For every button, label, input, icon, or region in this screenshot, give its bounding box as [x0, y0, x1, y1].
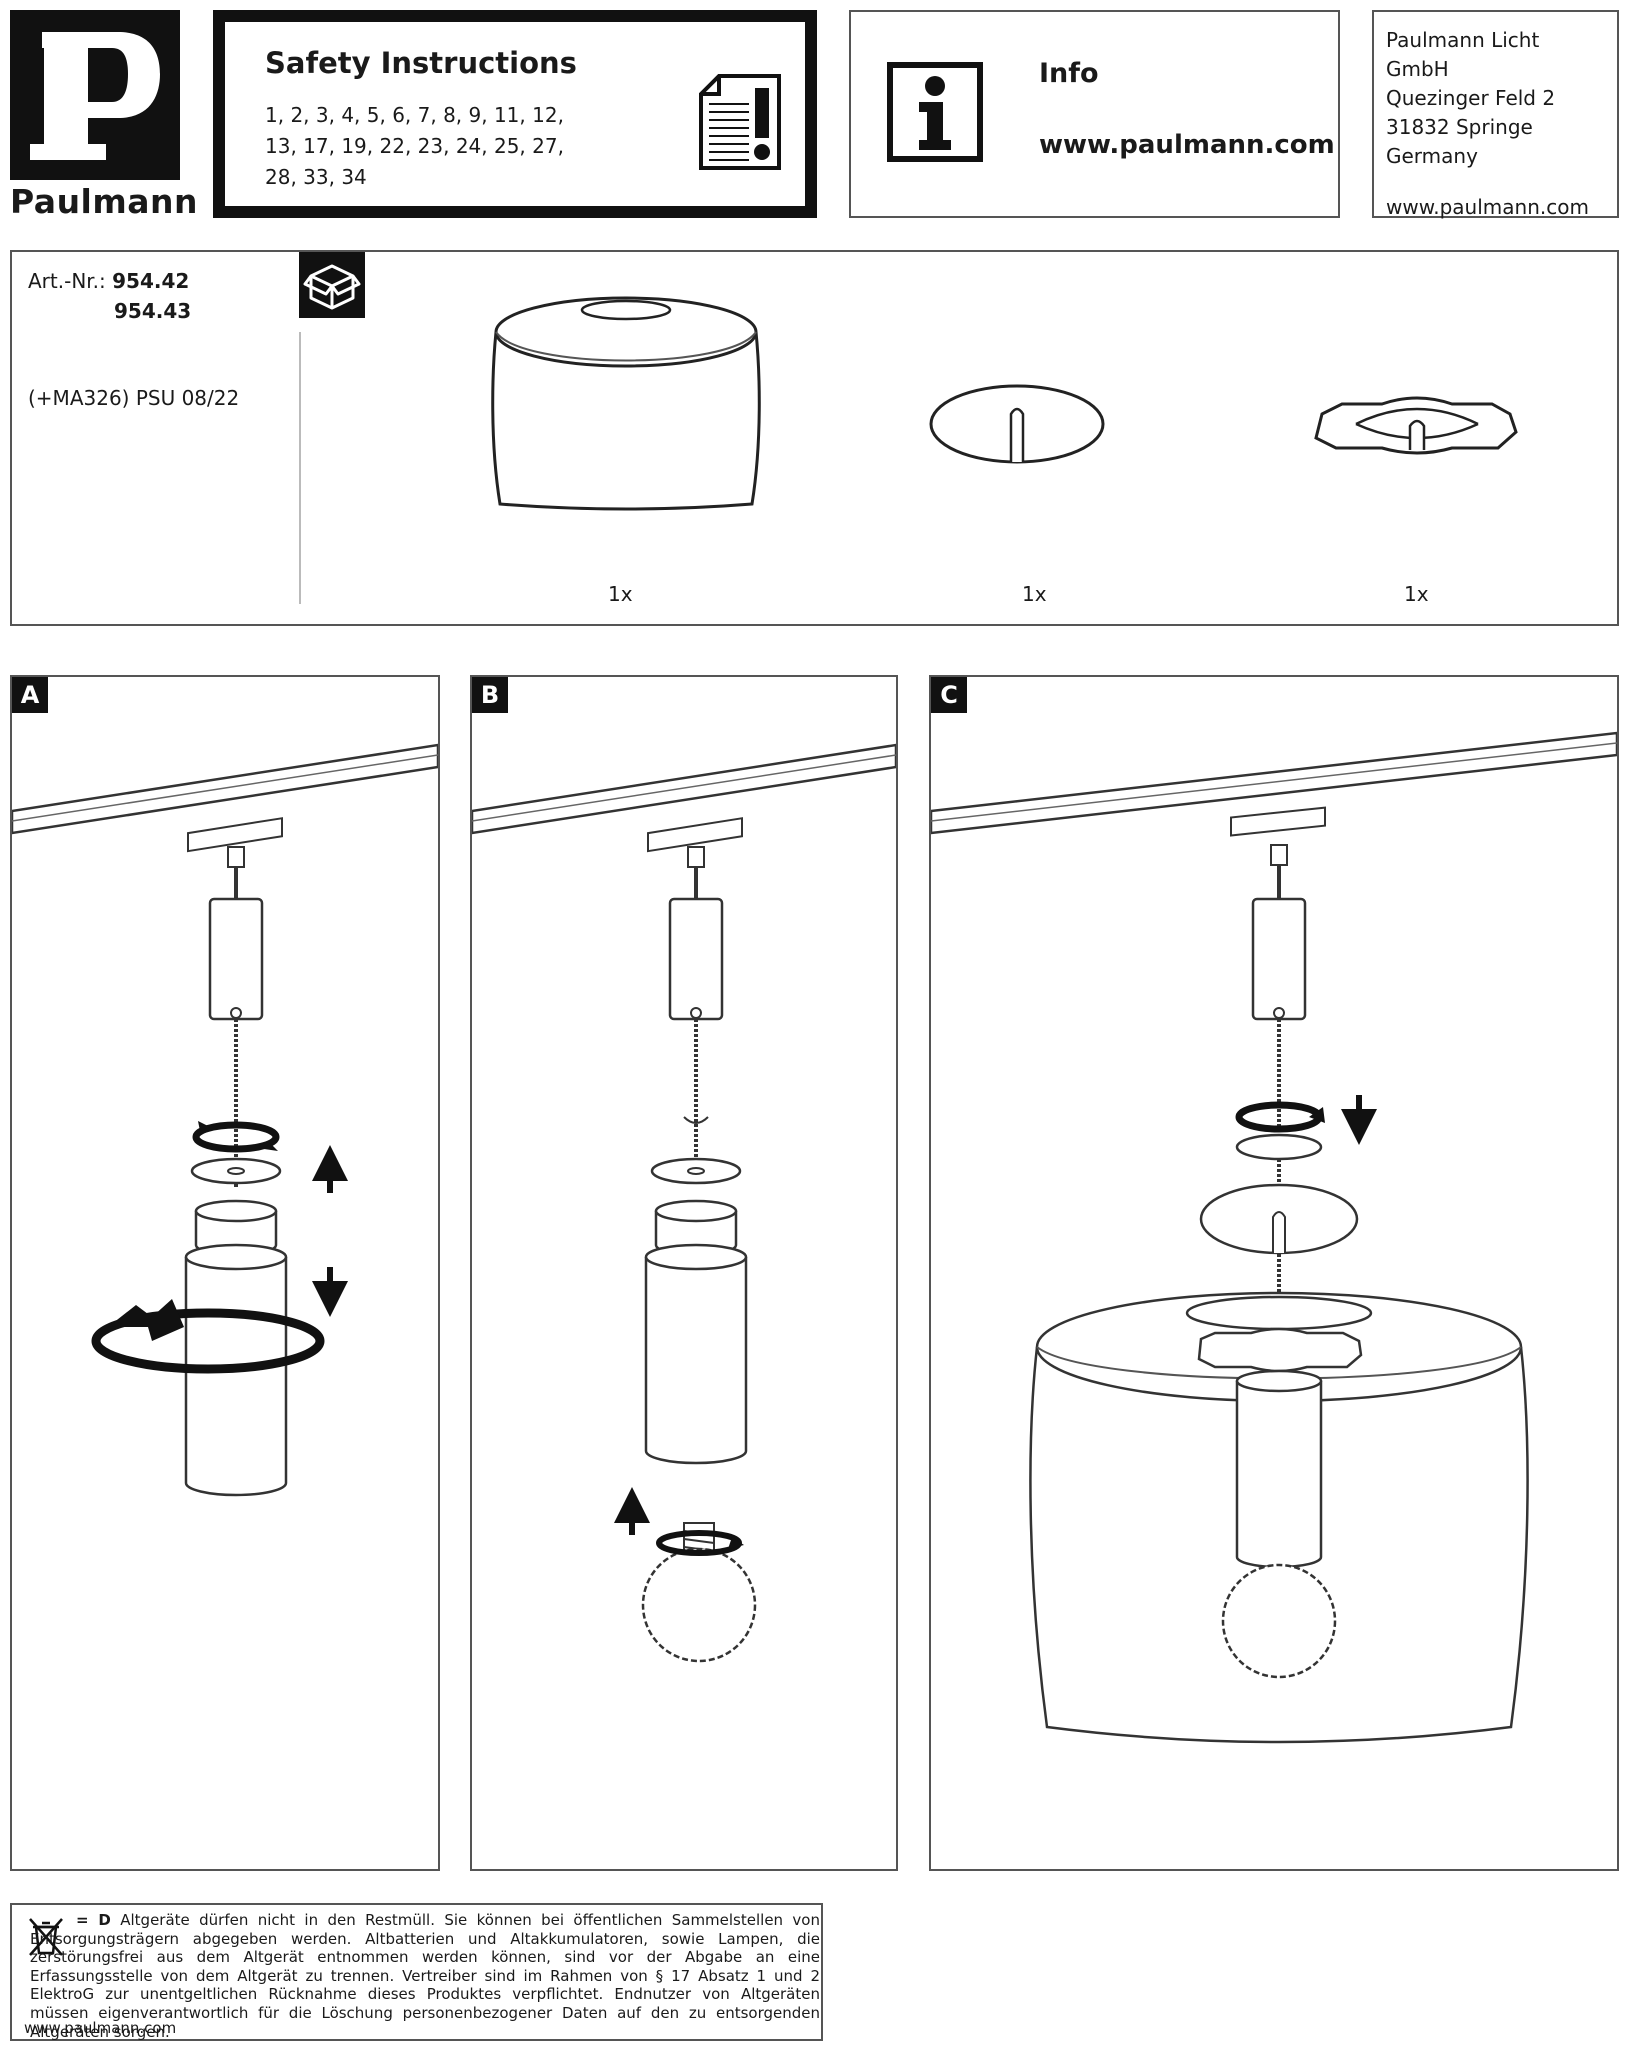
part-quantity: 1x: [608, 582, 633, 606]
address-line: Germany: [1386, 144, 1478, 168]
info-icon: [887, 62, 983, 162]
address-panel: Paulmann Licht GmbH Quezinger Feld 2 318…: [1372, 10, 1619, 219]
part-quantity: 1x: [1404, 582, 1429, 606]
step-a-illustration: [12, 743, 438, 1497]
disposal-note: = D Altgeräte dürfen nicht in den Restmü…: [10, 1903, 823, 2041]
safety-line: 1, 2, 3, 4, 5, 6, 7, 8, 9, 11, 12,: [265, 103, 564, 127]
safety-title: Safety Instructions: [265, 46, 577, 80]
address-line: 31832 Springe: [1386, 115, 1533, 139]
step-a-panel: A: [10, 675, 440, 1871]
step-c-panel: C: [929, 675, 1619, 1871]
logo-p-mark: [30, 32, 160, 160]
safety-instructions-panel: Safety Instructions 1, 2, 3, 4, 5, 6, 7,…: [213, 10, 817, 218]
step-label: B: [472, 677, 508, 713]
paulmann-logo: [10, 10, 180, 180]
document-warning-icon: [699, 74, 781, 170]
disposal-url[interactable]: www.paulmann.com: [24, 2019, 177, 2037]
article-numbers: Art.-Nr.: 954.42 954.43: [28, 266, 191, 326]
address-line: Quezinger Feld 2: [1386, 86, 1556, 110]
divider: [299, 332, 301, 604]
disposal-lead: = D: [76, 1911, 111, 1929]
safety-line: 28, 33, 34: [265, 165, 367, 189]
glass-shade-part: [491, 296, 761, 511]
info-url[interactable]: www.paulmann.com: [1039, 130, 1335, 160]
step-b-panel: B: [470, 675, 898, 1871]
step-label: C: [931, 677, 967, 713]
clip-part: [1314, 396, 1518, 455]
safety-line: 13, 17, 19, 22, 23, 24, 25, 27,: [265, 134, 564, 158]
article-label: Art.-Nr.:: [28, 269, 113, 293]
disposal-text: = D Altgeräte dürfen nicht in den Restmü…: [30, 1911, 820, 2041]
brand-name: Paulmann: [10, 182, 199, 221]
package-icon: [299, 252, 365, 318]
article-number: 954.43: [114, 299, 192, 323]
safety-numbers: 1, 2, 3, 4, 5, 6, 7, 8, 9, 11, 12, 13, 1…: [265, 100, 595, 193]
crossed-bin-icon: [29, 1918, 63, 1956]
disc-part: [929, 384, 1105, 464]
parts-list-section: Art.-Nr.: 954.42 954.43 (+MA326) PSU 08/…: [10, 250, 1619, 626]
info-title: Info: [1039, 58, 1099, 89]
step-b-illustration: [472, 743, 896, 1663]
step-c-illustration: [931, 731, 1617, 1744]
address-line: Paulmann Licht GmbH: [1386, 28, 1540, 81]
info-panel: Info www.paulmann.com: [849, 10, 1340, 218]
disposal-body: Altgeräte dürfen nicht in den Restmüll. …: [30, 1911, 820, 2041]
part-quantity: 1x: [1022, 582, 1047, 606]
step-label: A: [12, 677, 48, 713]
article-number: 954.42: [112, 269, 190, 293]
revision-code: (+MA326) PSU 08/22: [28, 386, 240, 410]
address-url[interactable]: www.paulmann.com: [1386, 195, 1589, 219]
